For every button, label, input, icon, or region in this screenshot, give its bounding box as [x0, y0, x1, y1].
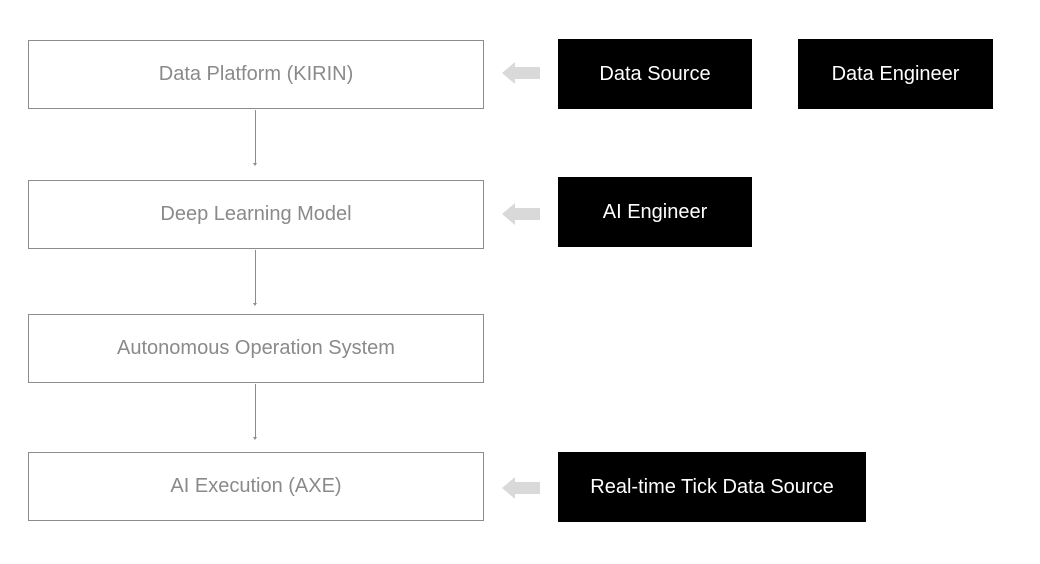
stage-label: Autonomous Operation System	[117, 337, 395, 359]
stage-label: AI Execution (AXE)	[170, 475, 342, 497]
input-label: Data Engineer	[831, 62, 960, 85]
input-label: AI Engineer	[602, 200, 708, 223]
input-ai-engineer: AI Engineer	[558, 177, 752, 247]
stage-label: Data Platform (KIRIN)	[158, 63, 354, 85]
input-data-engineer: Data Engineer	[798, 39, 993, 109]
connector-arrow-down	[253, 250, 257, 306]
connector-arrow-down	[253, 110, 257, 166]
connector-arrow-down	[253, 384, 257, 440]
input-label: Real-time Tick Data Source	[590, 475, 834, 498]
input-arrow-left	[502, 203, 540, 225]
stage-label: Deep Learning Model	[160, 203, 352, 225]
stage-autonomous-operation-system: Autonomous Operation System	[28, 314, 484, 383]
stage-data-platform: Data Platform (KIRIN)	[28, 40, 484, 109]
input-realtime-tick-data-source: Real-time Tick Data Source	[558, 452, 866, 522]
stage-ai-execution: AI Execution (AXE)	[28, 452, 484, 521]
stage-deep-learning-model: Deep Learning Model	[28, 180, 484, 249]
input-label: Data Source	[599, 62, 711, 85]
input-data-source: Data Source	[558, 39, 752, 109]
input-arrow-left	[502, 62, 540, 84]
input-arrow-left	[502, 477, 540, 499]
